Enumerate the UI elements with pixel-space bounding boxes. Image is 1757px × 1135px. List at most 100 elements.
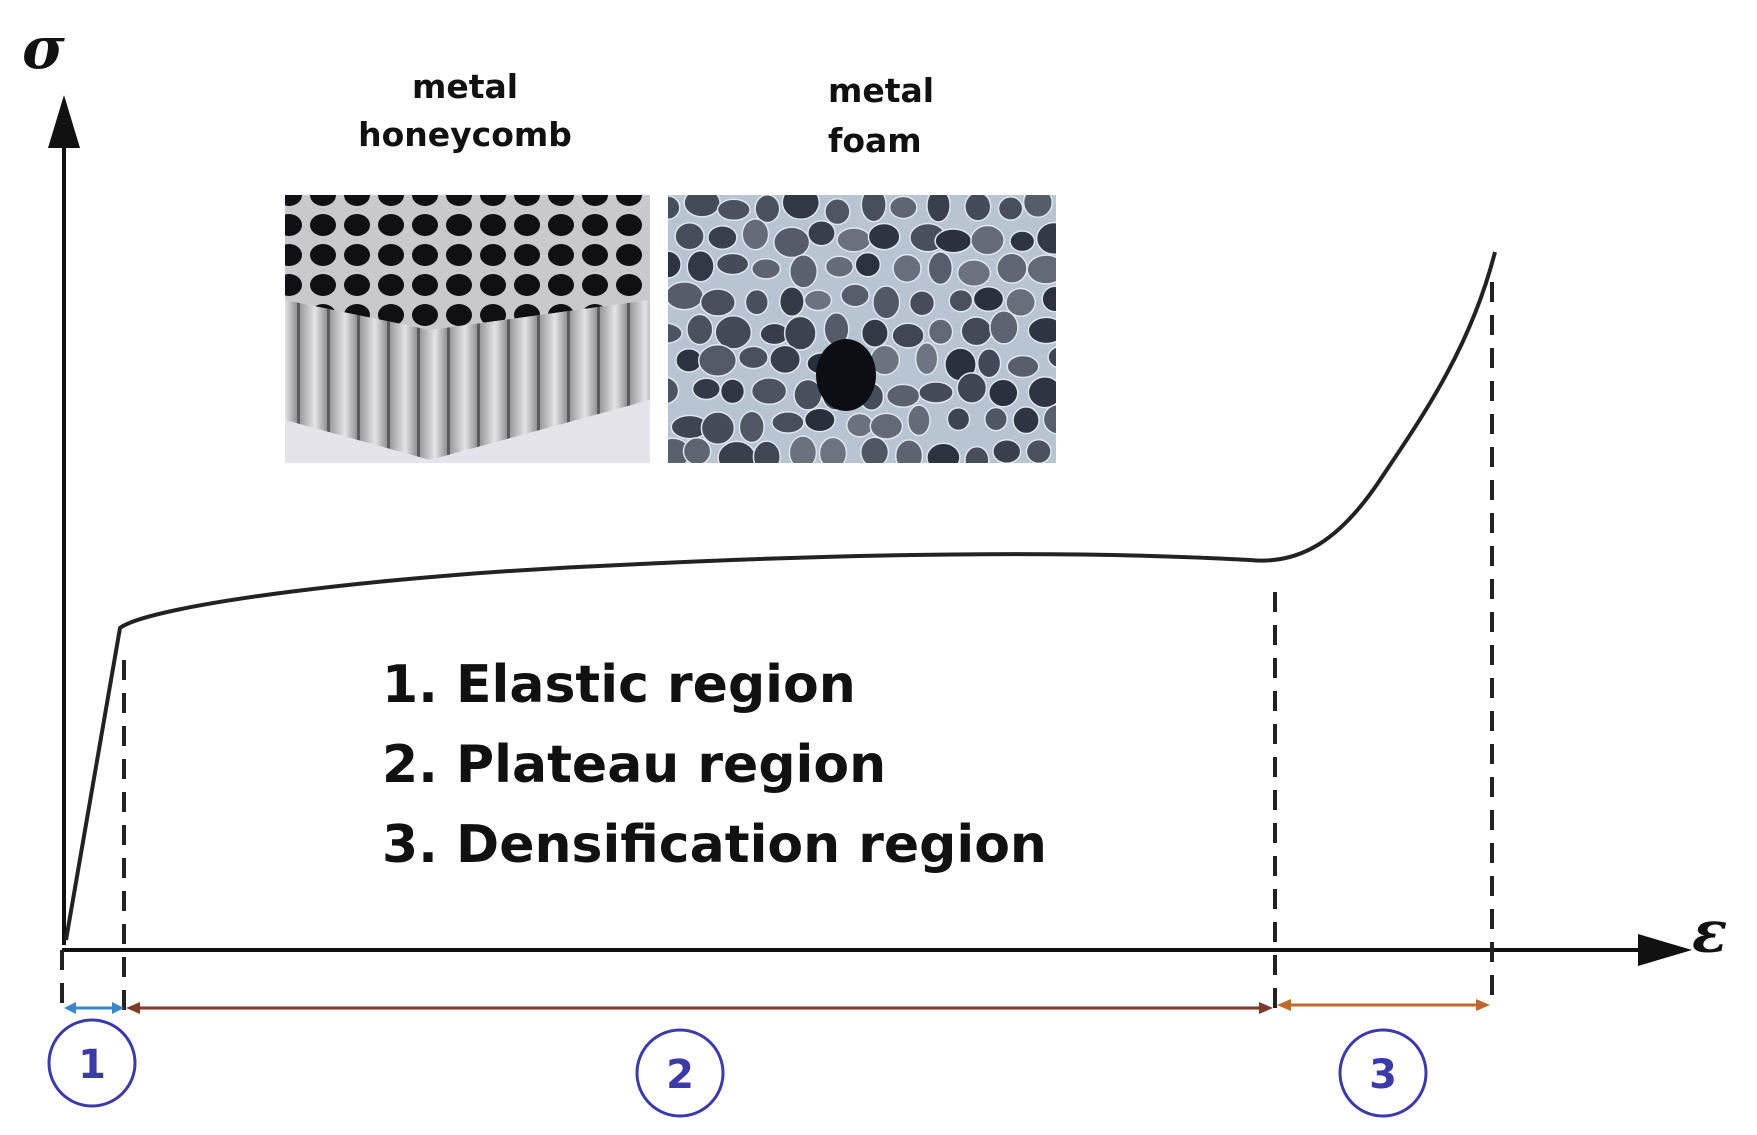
foam-pore [803,289,833,312]
foam-pore [888,195,918,220]
foam-pore [892,253,922,283]
foam-pore [824,197,851,226]
foam-pore [686,250,715,283]
foam-pore [934,228,973,254]
metal-honeycomb-photo [285,195,650,463]
foam-pore [707,224,738,251]
foam-pore [773,226,811,259]
foam-pore [1012,406,1040,435]
legend-elastic: 1. Elastic region [382,655,856,715]
foam-label-line2: foam [828,121,922,160]
foam-pore [716,198,751,222]
foam-pore [1047,346,1056,368]
foam-pore [836,227,872,253]
foam-pore [948,288,974,313]
foam-pore [1041,285,1056,313]
foam-pore [926,442,961,463]
foam-pore [860,318,889,348]
foam-pore [769,344,802,375]
foam-pore [744,288,769,316]
foam-pore [752,440,781,463]
foam-pore [972,285,1005,313]
epsilon-symbol: ε [1692,898,1727,966]
foam-pore [783,315,817,351]
foam-pore [778,286,805,318]
svg-text:3: 3 [1369,1052,1397,1098]
foam-pore [741,218,770,251]
foam-pore [686,313,714,346]
honeycomb-label-line2: honeycomb [358,115,572,154]
foam-pore [668,322,683,345]
foam-pore [970,224,1005,256]
foam-pore [1027,316,1056,345]
y-axis [48,95,80,945]
foam-pore [1005,287,1036,318]
legend-plateau: 2. Plateau region [382,735,886,795]
foam-pore [789,254,818,289]
foam-pore [1006,354,1040,379]
foam-pore [997,196,1024,221]
foam-pore [818,436,848,463]
foam-pore [908,290,936,317]
foam-pore [869,412,904,440]
foam-pore [1035,221,1056,256]
foam-pore [927,318,954,346]
foam-pore [867,222,901,251]
foam-pore [996,252,1028,284]
region-3-arrow [1277,999,1490,1011]
foam-pore [781,195,821,221]
foam-pore [840,283,870,308]
foam-pore [788,435,818,463]
foam-pore [668,376,680,405]
foam-pore [1027,376,1056,409]
foam-pore [872,285,901,320]
foam-pore [992,438,1022,463]
foam-pore [1022,195,1053,219]
foam-pore [946,407,971,432]
foam-pore [699,288,736,317]
foam-large-pore [816,339,876,411]
region-boundaries [60,282,1494,1012]
foam-pore [956,372,988,404]
foam-label-line1: metal [828,71,934,110]
region-3-badge: 3 [1338,1028,1428,1118]
region-1-badge: 1 [47,1018,137,1108]
foam-pore [754,195,781,224]
foam-pore [807,219,836,247]
svg-text:1: 1 [78,1042,106,1088]
foam-pore [771,411,805,434]
foam-pore [1009,230,1036,253]
region-2-arrow [126,1002,1273,1014]
svg-text:2: 2 [666,1052,694,1098]
foam-pore [824,255,855,278]
foam-pore [964,195,992,222]
foam-pore [668,250,682,279]
foam-pore [956,259,992,288]
region-1-arrow [64,1002,124,1014]
foam-pore [860,195,887,223]
foam-pore [914,342,939,376]
foam-pore [860,436,890,463]
foam-pore [682,437,712,463]
foam-pore [927,251,954,286]
honeycomb-label-line1: metal [412,67,518,106]
foam-pore [891,322,925,349]
foam-pore [668,281,704,311]
foam-pore [738,410,765,444]
region-2-badge: 2 [635,1028,725,1118]
foam-pore [715,252,750,276]
foam-pore [894,439,924,463]
foam-pore [683,195,721,218]
x-axis [62,934,1692,966]
foam-pore [989,310,1019,345]
foam-pore [700,411,736,445]
foam-pore [674,221,705,251]
foam-pore [1042,403,1056,435]
foam-pore [907,404,931,437]
foam-pore [984,406,1008,432]
foam-pore [717,440,757,463]
stress-strain-curve [64,251,1497,941]
foam-pore [714,314,753,350]
sigma-symbol: σ [22,14,65,82]
